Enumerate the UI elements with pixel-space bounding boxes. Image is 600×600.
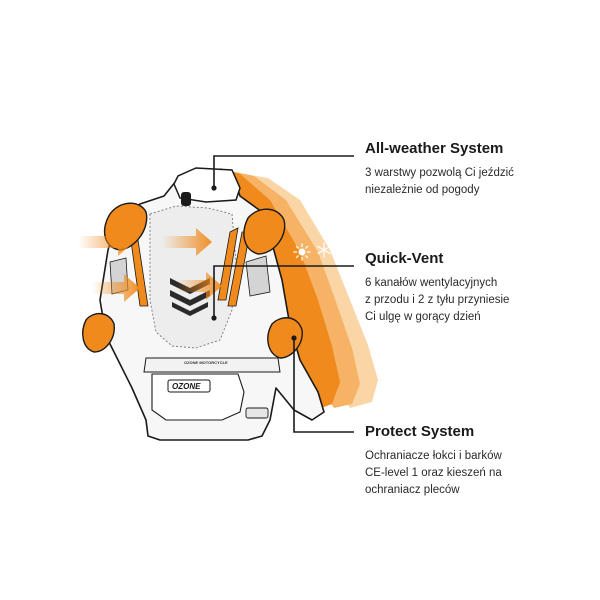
feature-title: Protect System — [365, 423, 475, 440]
airflow-arrow — [78, 228, 134, 256]
back-chevron — [172, 302, 208, 316]
leader-line-vent — [211, 265, 354, 321]
snowflake-icon — [317, 242, 331, 258]
feature-protect-system: Protect System Ochraniacze łokci i barkó… — [365, 423, 590, 499]
feature-all-weather: All-weather System 3 warstwy pozwolą Ci … — [365, 140, 590, 199]
collar-logo-icon — [181, 192, 191, 206]
waist-band — [143, 357, 281, 373]
feature-description-line: z przodu i 2 z tyłu przyniesie — [365, 294, 510, 306]
shoulder-protector-right — [243, 208, 286, 255]
elbow-protector-left — [82, 313, 115, 353]
back-logo: OZONE — [172, 382, 201, 391]
feature-description-line: 6 kanałów wentylacyjnych — [365, 277, 498, 289]
airflow-arrow — [92, 274, 140, 302]
sun-icon — [293, 243, 311, 261]
airflow-arrow — [162, 228, 212, 256]
feature-quick-vent: Quick-Vent 6 kanałów wentylacyjnych z pr… — [365, 250, 590, 326]
hem-tab — [245, 407, 269, 419]
feature-description-line: CE-level 1 oraz kieszeń na — [365, 467, 502, 479]
feature-description-line: niezależnie od pogody — [365, 184, 480, 196]
feature-description-line: ochraniacz pleców — [365, 484, 460, 496]
feature-title: All-weather System — [365, 140, 504, 157]
feature-description-line: 3 warstwy pozwolą Ci jeździć — [365, 167, 514, 179]
back-text: OZONE MOTORCYCLE — [184, 360, 228, 365]
vent-stripe — [217, 227, 239, 301]
feature-description-line: Ci ulgę w gorący dzień — [365, 311, 481, 323]
feature-title: Quick-Vent — [365, 250, 444, 267]
feature-description-line: Ochraniacze łokci i barków — [365, 450, 502, 462]
leader-line-weather — [211, 155, 354, 191]
back-chevron — [170, 290, 210, 306]
back-logo-plate — [167, 379, 211, 393]
leader-line-protect — [291, 335, 354, 433]
side-gusset — [245, 255, 271, 297]
airflow-arrow — [176, 272, 222, 300]
